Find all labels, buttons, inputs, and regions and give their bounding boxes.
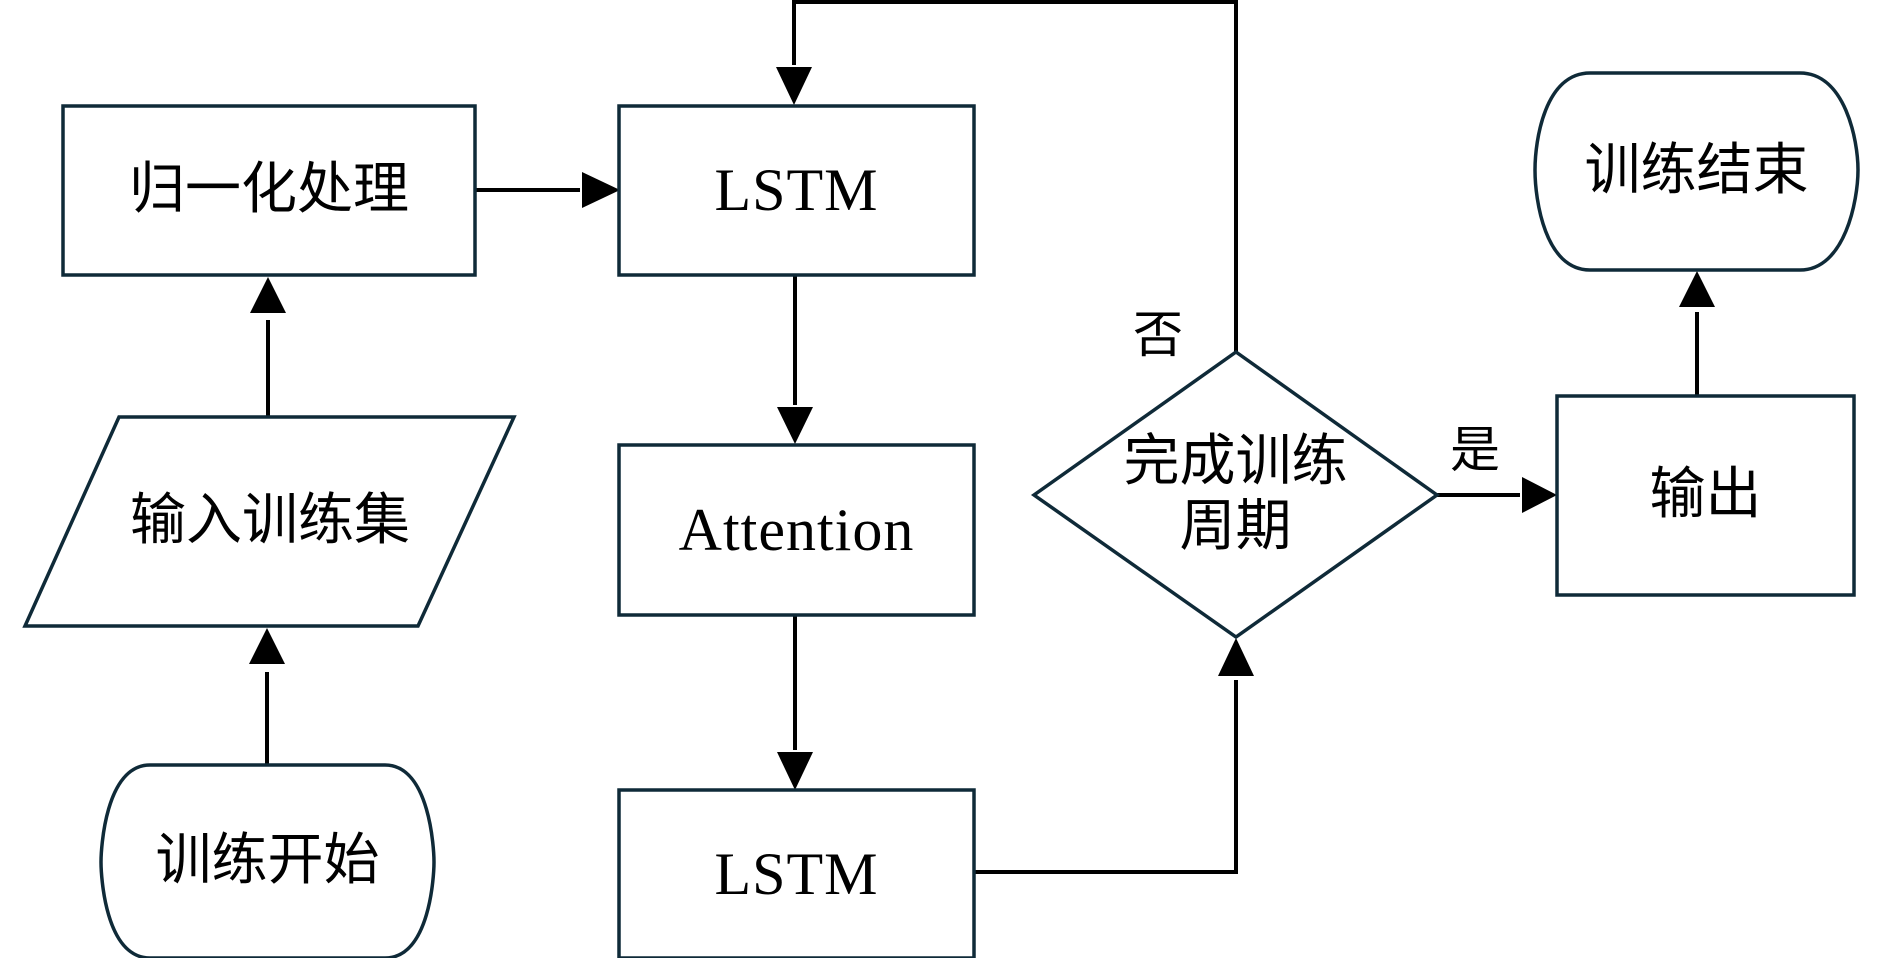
- node-start-terminator[interactable]: [99, 763, 436, 958]
- node-lstm1-process[interactable]: [617, 104, 976, 277]
- label-lstm1: LSTM: [714, 157, 879, 223]
- arrowhead-lstm1-to-attention: [777, 407, 813, 444]
- label-output: 输出: [1649, 462, 1762, 528]
- label-start: 训练开始: [155, 828, 380, 894]
- arrowhead-output-to-end: [1679, 271, 1715, 307]
- edge-lstm2-to-decision: [975, 680, 1238, 874]
- node-output-process[interactable]: [1555, 394, 1856, 597]
- arrowhead-lstm2-to-decision: [1218, 638, 1254, 676]
- label-lstm2: LSTM: [714, 840, 879, 907]
- label-input: 输入训练集: [130, 488, 410, 554]
- arrowhead-start-to-input: [249, 628, 285, 664]
- node-lstm2-process[interactable]: [617, 788, 976, 958]
- arrowhead-input-to-normalize: [250, 277, 286, 313]
- node-normalize-process[interactable]: [61, 104, 477, 277]
- label-attention: Attention: [678, 496, 915, 563]
- label-end: 训练结束: [1584, 138, 1809, 204]
- edge-label-yes: 是: [1450, 421, 1500, 479]
- label-normalize: 归一化处理: [129, 157, 409, 223]
- node-input-parallelogram[interactable]: [22, 415, 517, 628]
- node-end-terminator[interactable]: [1533, 71, 1860, 272]
- label-decision: 完成训练 周期: [1123, 429, 1348, 559]
- node-decision-diamond[interactable]: [1030, 349, 1441, 640]
- arrowhead-decision-to-output: [1522, 477, 1557, 513]
- arrowhead-normalize-to-lstm1: [582, 172, 620, 208]
- edge-decision-to-lstm1-no: [792, 0, 1238, 352]
- edge-label-no: 否: [1133, 306, 1183, 364]
- arrowhead-attention-to-lstm2: [777, 752, 813, 790]
- arrowhead-decision-to-lstm1: [776, 67, 812, 105]
- node-attention-process[interactable]: [617, 443, 976, 617]
